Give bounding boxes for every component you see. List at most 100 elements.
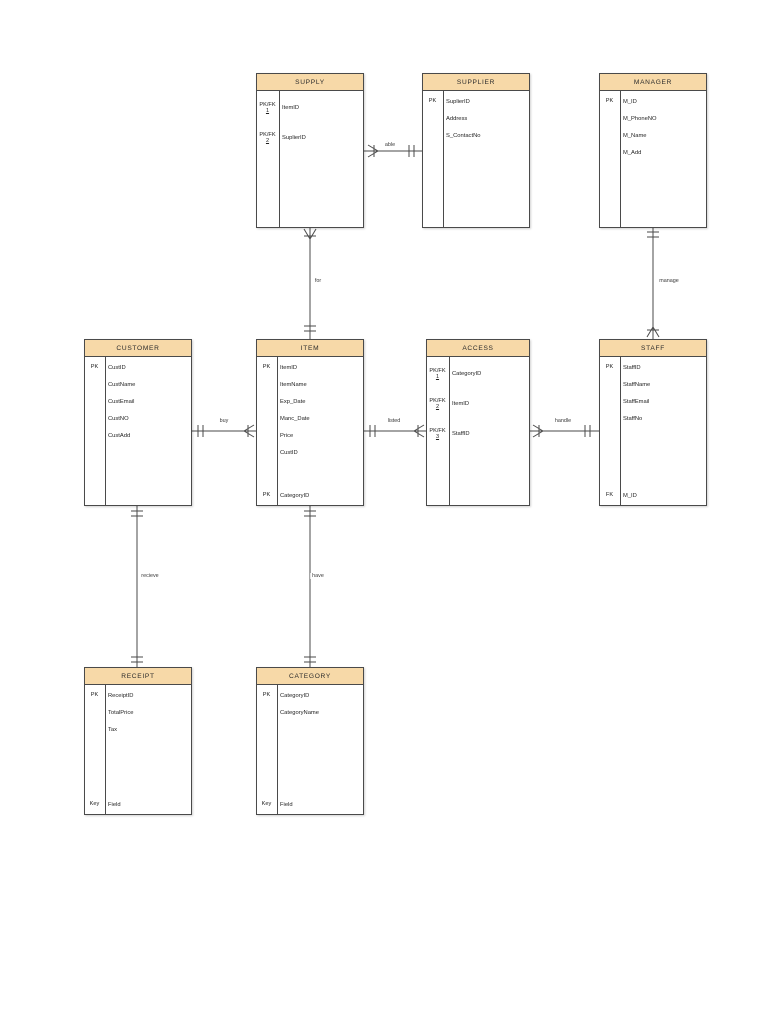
attribute-key-index: 2 — [435, 404, 440, 410]
attribute-row: M_Add — [600, 144, 706, 161]
attribute-row: CustID — [257, 444, 363, 461]
attribute-field: CategoryID — [280, 692, 310, 699]
attribute-field: ItemID — [280, 364, 298, 371]
attribute-field: S_ContactNo — [446, 132, 481, 139]
attribute-row: Manc_Date — [257, 410, 363, 427]
attribute-row: PK M_ID — [600, 93, 706, 110]
attribute-field: Field — [280, 801, 293, 808]
attribute-key-index: 3 — [435, 434, 440, 440]
attribute-field: CustID — [108, 364, 126, 371]
relationship-label-able: able — [382, 142, 398, 148]
attribute-field: StaffID — [623, 364, 641, 371]
column-divider — [443, 91, 444, 227]
attribute-field: Exp_Date — [280, 398, 306, 405]
entity-title-receipt: RECEIPT — [85, 668, 191, 685]
relationship-label-listed: listed — [385, 418, 403, 424]
attribute-key-text: FK — [605, 492, 614, 499]
relationship-label-have: have — [310, 573, 326, 579]
attribute-row: Price — [257, 427, 363, 444]
column-divider — [620, 357, 621, 505]
attribute-field: ItemID — [452, 401, 470, 407]
entity-title-item: ITEM — [257, 340, 363, 357]
attribute-key: FK — [600, 492, 620, 498]
attribute-row: PK ReceiptID — [85, 687, 191, 704]
attribute-field: StaffName — [623, 381, 651, 388]
attribute-key: PK — [423, 98, 443, 104]
column-divider — [279, 91, 280, 227]
attribute-key-text: PK — [262, 364, 271, 371]
entity-title-supply: SUPPLY — [257, 74, 363, 91]
attribute-field: M_Name — [623, 132, 647, 139]
attribute-row: StaffName — [600, 376, 706, 393]
attribute-key-text: PK — [428, 98, 437, 105]
attribute-row: ItemName — [257, 376, 363, 393]
attribute-key: PK — [257, 692, 277, 698]
attribute-field: M_ID — [623, 98, 637, 105]
attribute-field: Tax — [108, 726, 118, 733]
attribute-key-index: 2 — [265, 138, 270, 144]
attribute-row: CategoryName — [257, 704, 363, 721]
attribute-field: Manc_Date — [280, 415, 310, 422]
attribute-row: CustEmail — [85, 393, 191, 410]
column-divider — [620, 91, 621, 227]
entity-title-category: CATEGORY — [257, 668, 363, 685]
attribute-field: CustAdd — [108, 432, 131, 439]
column-divider — [277, 357, 278, 505]
entity-title-access: ACCESS — [427, 340, 529, 357]
attribute-key-index: 1 — [435, 374, 440, 380]
attribute-key-text: PK — [90, 692, 99, 699]
attribute-field: CategoryID — [452, 371, 482, 377]
attribute-key-text: PK/FK — [429, 427, 446, 434]
attribute-row: CustAdd — [85, 427, 191, 444]
attribute-field: CustEmail — [108, 398, 135, 405]
attribute-row: Exp_Date — [257, 393, 363, 410]
relationship-label-manage: manage — [657, 278, 681, 284]
attribute-field: Price — [280, 432, 294, 439]
attribute-field: ReceiptID — [108, 692, 134, 699]
attribute-field: ItemName — [280, 381, 307, 388]
attribute-field: CategoryName — [280, 709, 319, 716]
attribute-key: Key — [257, 801, 277, 807]
entity-title-manager: MANAGER — [600, 74, 706, 91]
column-divider — [105, 685, 106, 814]
attribute-row: CustNO — [85, 410, 191, 427]
relationship-label-recieve: recieve — [139, 573, 161, 579]
attribute-field: SuplierID — [282, 135, 306, 141]
attribute-key-index: 1 — [265, 108, 270, 114]
relationship-label-for: for — [312, 278, 324, 284]
attribute-key-text: PK — [605, 98, 614, 105]
attribute-key: PK — [85, 692, 105, 698]
column-divider — [277, 685, 278, 814]
attribute-key: Key — [85, 801, 105, 807]
column-divider — [449, 357, 450, 505]
attribute-field: CustID — [280, 449, 298, 456]
entity-title-customer: CUSTOMER — [85, 340, 191, 357]
attribute-field: StaffNo — [623, 415, 643, 422]
attribute-key: PK — [257, 492, 277, 498]
